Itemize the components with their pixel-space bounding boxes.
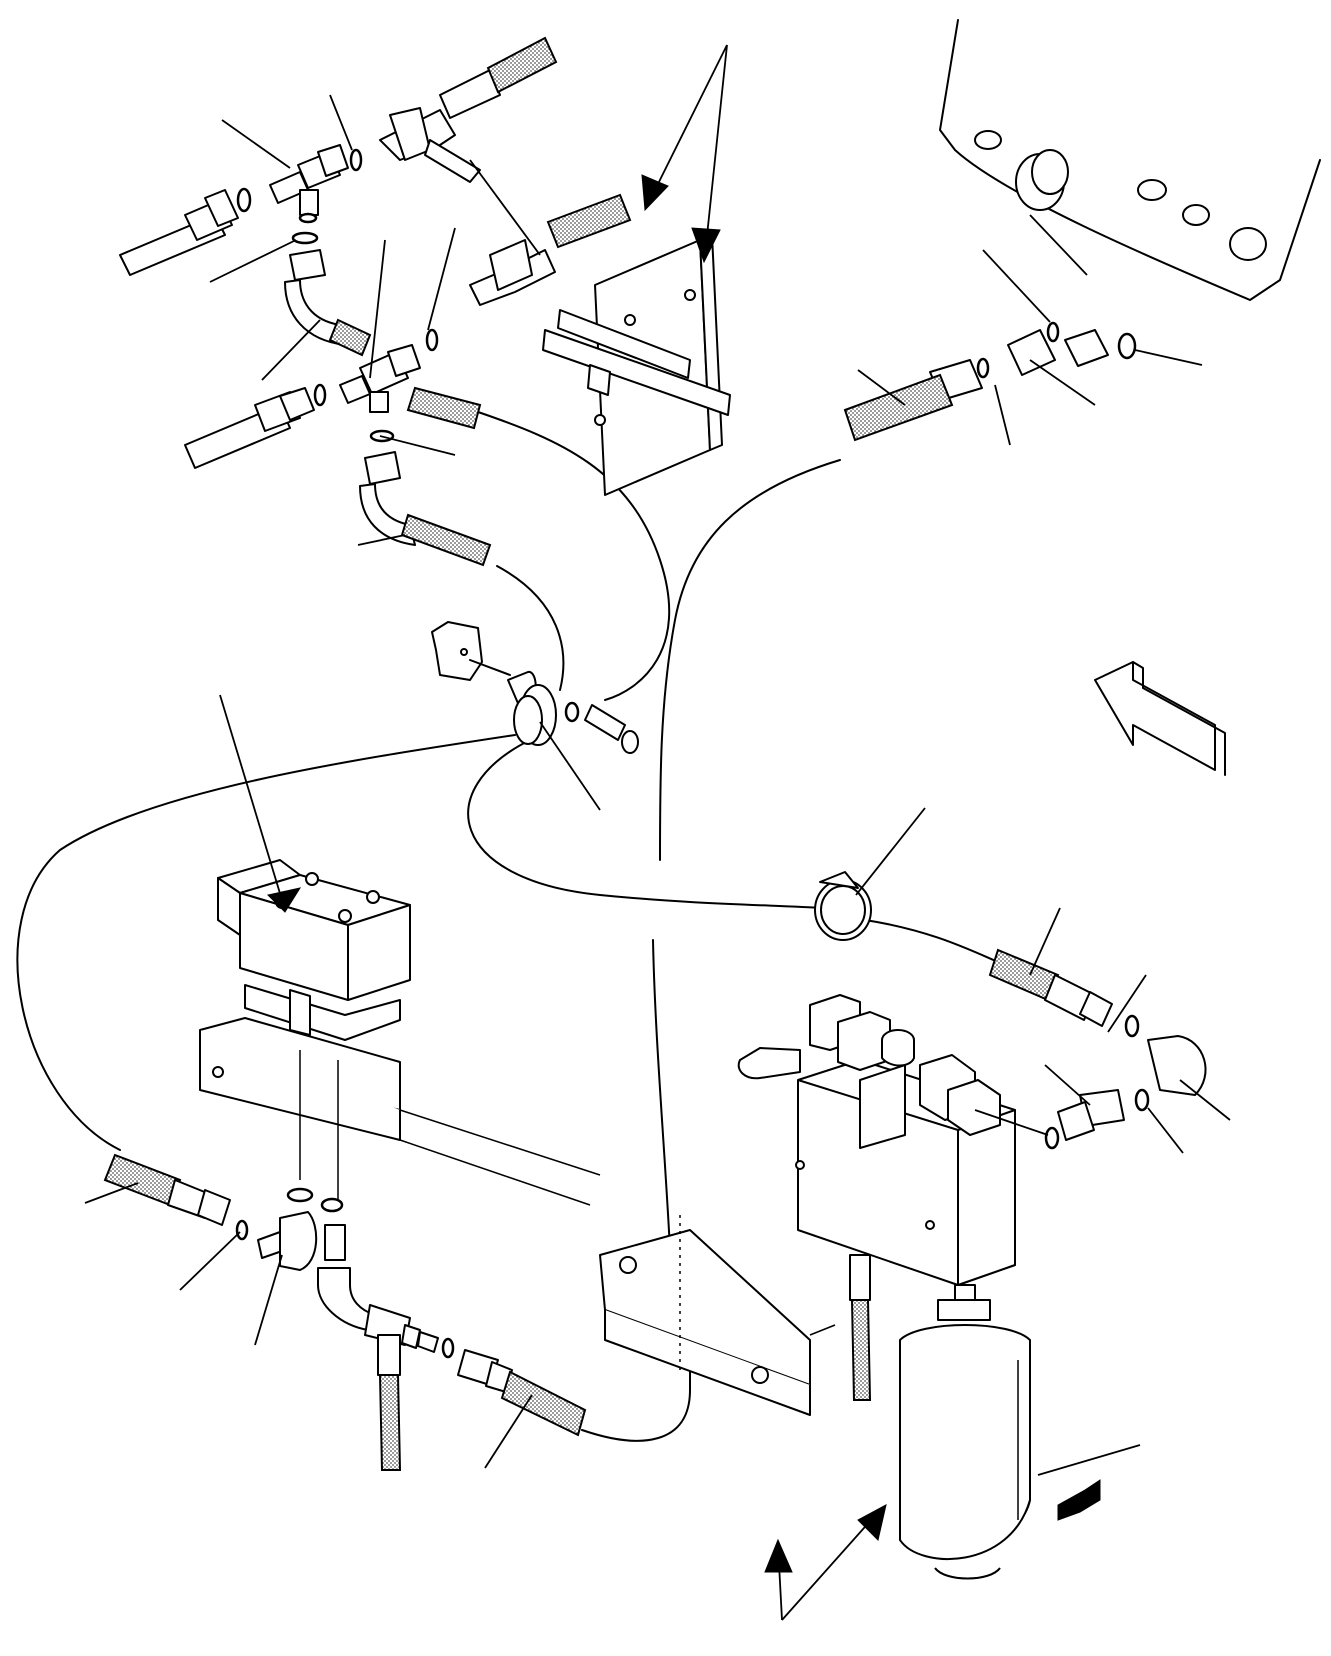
elbow-upper	[284, 231, 372, 357]
tee-fitting-lower	[184, 328, 482, 469]
hose-lines	[16, 411, 999, 1442]
solenoid-valve-block	[199, 859, 411, 1200]
right-elbow-chain	[988, 948, 1207, 1150]
elbow-lower	[359, 429, 492, 567]
upper-valve-plate	[469, 193, 731, 496]
tank-port-panel	[843, 19, 1321, 442]
band-clip	[814, 871, 872, 941]
hose-upper-right-background	[379, 36, 558, 183]
direction-arrow	[1094, 661, 1226, 776]
hose-clamp-bracket	[431, 621, 639, 754]
tee-fitting-upper	[119, 144, 363, 276]
mounting-rail	[399, 1109, 836, 1416]
leader-lines	[84, 44, 1231, 1621]
lower-left-fittings	[103, 1153, 587, 1471]
accumulator	[899, 1284, 1101, 1580]
pilot-valve-block	[737, 994, 1016, 1401]
